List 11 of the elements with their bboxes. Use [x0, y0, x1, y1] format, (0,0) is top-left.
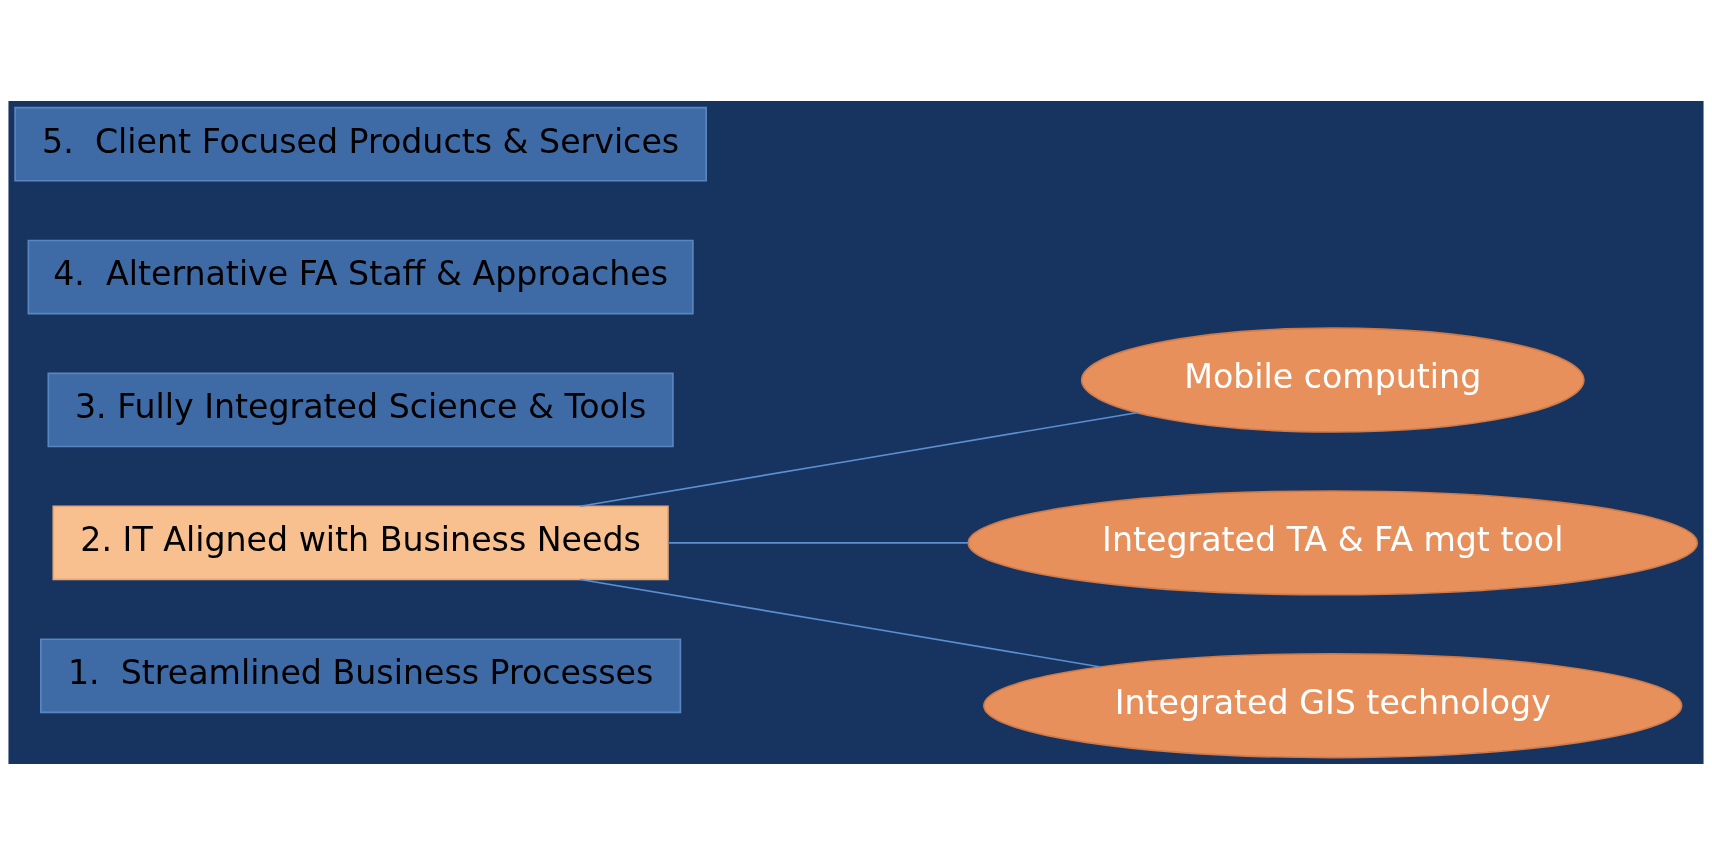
node-box: 4. Alternative FA Staff & Approaches [27, 239, 694, 315]
connector [579, 411, 1138, 508]
node-ellipse: Integrated TA & FA mgt tool [967, 490, 1699, 596]
node-box: 3. Fully Integrated Science & Tools [47, 372, 674, 448]
node-ellipse: Integrated GIS technology [983, 652, 1683, 759]
connector [667, 542, 970, 544]
node-ellipse: Mobile computing [1080, 327, 1585, 433]
node-box: 2. IT Aligned with Business Needs [52, 505, 669, 581]
node-box: 5. Client Focused Products & Services [14, 106, 707, 182]
node-box: 1. Streamlined Business Processes [40, 638, 682, 714]
connector [579, 578, 1102, 668]
